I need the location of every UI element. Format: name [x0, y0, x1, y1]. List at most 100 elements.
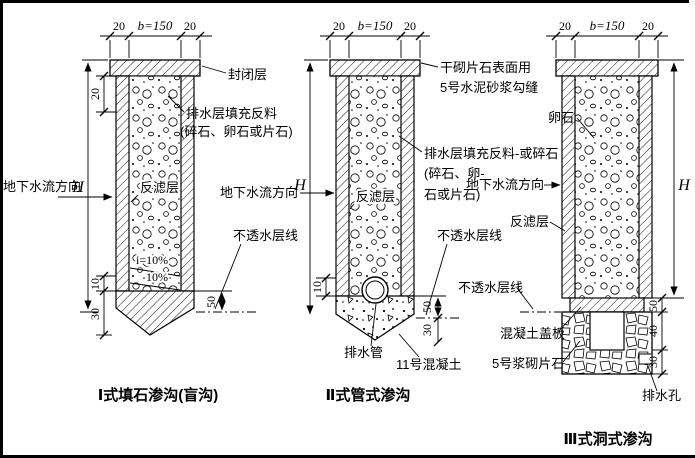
dim-tick	[105, 31, 115, 41]
d3-cover-slab	[569, 297, 645, 313]
d1-fill-leader	[167, 95, 185, 113]
d2-filter-label: 反滤层	[356, 189, 395, 204]
dim-tick	[124, 31, 134, 41]
dim-label-20-right: 20	[184, 19, 196, 33]
dim-tick	[396, 31, 406, 41]
d1-height-dimension: H	[71, 59, 108, 313]
d1-impervious-label: 不透水层线	[233, 228, 298, 243]
d1-caption: Ⅰ式填石渗沟(盲沟)	[98, 386, 219, 404]
dim-label-b150: b=150	[138, 18, 173, 33]
d3-sealing-cap	[555, 59, 659, 77]
dim-tick	[657, 345, 667, 355]
d3-masonry-leader	[562, 340, 581, 363]
d1-slope-line-2	[129, 282, 181, 291]
d2-top-dimension: 20 b=150 20	[320, 18, 430, 58]
d3-weep-label: 排水孔	[642, 388, 681, 403]
dim-label-b150: b=150	[358, 18, 393, 33]
dim-label-10: 10	[310, 281, 324, 293]
dim-label-50: 50	[420, 301, 434, 313]
dim-label-H: H	[677, 177, 691, 194]
d2-fill-label-2: (碎石、卵-	[424, 166, 485, 181]
d3-left-wall	[561, 75, 576, 299]
d2-sealing-cap	[329, 59, 421, 77]
dim-tick	[99, 271, 109, 281]
d1-seal-leader	[201, 65, 227, 74]
d3-filter-label: 反滤层	[510, 214, 549, 229]
d2-capnote-label-1: 干砌片石表面用	[440, 60, 531, 75]
dim-label-30: 30	[646, 356, 660, 368]
dim-label-30: 30	[88, 308, 102, 320]
d2-concrete-leader	[398, 333, 420, 358]
dim-label-20-right: 20	[404, 19, 416, 33]
d2-filter-leader	[349, 203, 355, 210]
dim-tick	[99, 330, 109, 340]
d3-cover-label: 混凝土盖板	[500, 326, 565, 341]
d2-side-dimensions: 10 50 30	[310, 273, 446, 347]
d2-fill-label-3: 石或片石)	[424, 187, 480, 202]
dim-label-50: 50	[646, 300, 660, 312]
d3-impervious-label: 不透水层线	[458, 280, 523, 295]
dim-tick	[570, 31, 580, 41]
d1-sealing-cap	[109, 59, 201, 77]
dim-tick	[415, 31, 425, 41]
d1-filter-label: 反滤层	[140, 180, 179, 195]
dim-tick	[99, 71, 109, 81]
d1-base-keel	[115, 290, 195, 336]
dim-tick	[176, 31, 186, 41]
d1-slope-label-2: 10%	[146, 270, 168, 284]
d2-caption: Ⅱ式管式渗沟	[326, 386, 411, 404]
dim-label-20-left: 20	[113, 19, 125, 33]
d1-slope-line-1	[129, 267, 181, 277]
d1-filter-leader	[130, 194, 139, 203]
d2-concrete-label: 11号混凝土	[396, 357, 462, 372]
d2-capnote-label-2: 5号水泥砂浆勾缝	[440, 80, 538, 95]
d1-slope-label-i: i=10%	[136, 253, 168, 267]
dim-tick	[325, 31, 335, 41]
d1-stone-fill	[128, 75, 182, 292]
d3-cobble-leader	[576, 117, 595, 139]
dim-tick	[657, 293, 667, 303]
d3-side-dimensions: 50 40 30	[646, 293, 668, 379]
dim-tick	[657, 307, 667, 317]
dim-label-50: 50	[204, 296, 218, 308]
d2-impervious-label: 不透水层线	[437, 228, 502, 243]
dim-tick	[433, 337, 443, 347]
dim-label-20-left: 20	[559, 19, 571, 33]
d1-side-dimensions: 20 10 30 50	[88, 71, 232, 340]
d2-drain-pipe-inner	[365, 280, 385, 300]
diagram-type1-rockfill-trench: 20 b=150 20 H 20 10	[3, 18, 298, 404]
d3-cover-leader	[556, 306, 582, 334]
dim-tick	[551, 31, 561, 41]
d1-fill-label-2: (碎石、卵石或片石)	[180, 124, 293, 139]
diagram-type2-pipe-trench: 20 b=150 20 H 10 50 30	[220, 18, 558, 404]
d3-groundwater-flow-label: 地下水流方向	[466, 177, 544, 192]
d3-height-dimension: H	[652, 59, 691, 299]
dim-tick	[321, 273, 331, 283]
d1-groundwater-flow-label: 地下水流方向	[3, 179, 81, 194]
d1-seal-label: 封闭层	[228, 67, 267, 82]
d3-weep-hole	[638, 353, 653, 365]
d3-impervious-leader	[516, 287, 534, 310]
dim-label-H: H	[71, 179, 85, 196]
d3-filter-leader	[549, 221, 566, 232]
d2-fill-label-1: 排水层填充反料-或碎石	[424, 146, 558, 161]
d1-fill-label-1: 排水层填充反料	[186, 106, 277, 121]
d2-concrete-base	[335, 295, 415, 341]
d2-height-dimension: H	[293, 59, 328, 315]
d3-masonry-label: 5号浆砌片石	[492, 356, 564, 371]
dim-label-20-right: 20	[642, 19, 654, 33]
dim-label-20-left: 20	[333, 19, 345, 33]
d2-fill-leader	[398, 135, 423, 153]
dim-label-H: H	[293, 177, 307, 194]
dim-tick	[195, 31, 205, 41]
d1-top-dimension: 20 b=150 20	[100, 18, 212, 58]
diagram-type3-tunnel-trench: 20 b=150 20 H 50 40 30 卵石	[458, 18, 691, 448]
dim-label-40: 40	[646, 325, 660, 337]
d3-weep-leader	[647, 365, 658, 392]
dim-tick	[653, 31, 663, 41]
d3-cobble-label: 卵石	[548, 110, 574, 125]
dim-label-30: 30	[420, 324, 434, 336]
